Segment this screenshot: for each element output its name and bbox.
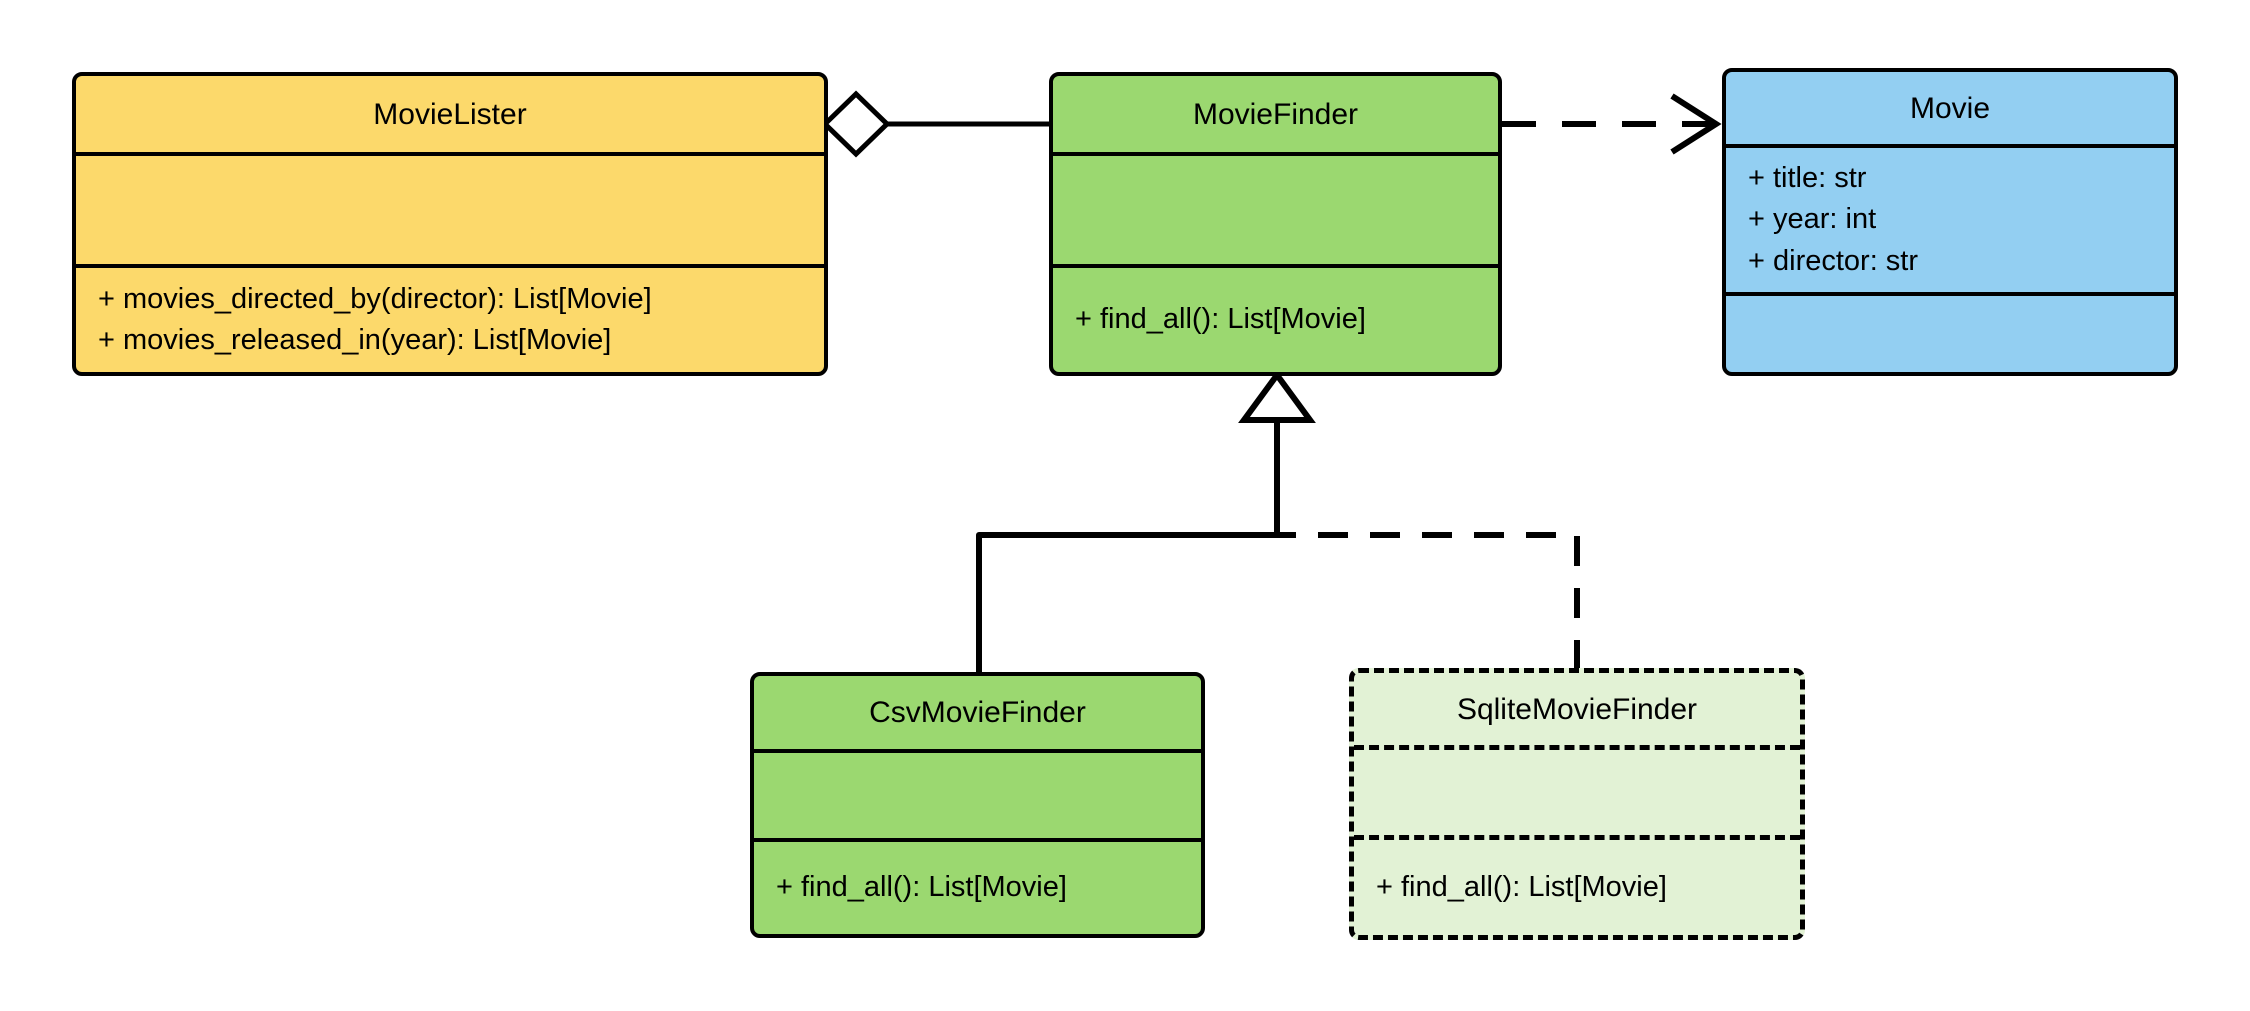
class-method: + movies_released_in(year): List[Movie]: [98, 324, 612, 356]
class-methods-compartment: + find_all(): List[Movie]: [1053, 264, 1498, 372]
class-attributes-compartment: [1354, 745, 1800, 835]
class-attributes-compartment: [1053, 152, 1498, 264]
class-box-movie-finder[interactable]: MovieFinder + find_all(): List[Movie]: [1049, 72, 1502, 376]
class-title-compartment: CsvMovieFinder: [754, 676, 1201, 749]
class-box-sqlite-movie-finder[interactable]: SqliteMovieFinder + find_all(): List[Mov…: [1349, 668, 1805, 940]
class-method: + find_all(): List[Movie]: [1075, 303, 1366, 336]
edge-csv-realizes-finder: [976, 369, 1316, 672]
class-methods-compartment: + find_all(): List[Movie]: [1354, 835, 1800, 935]
class-attribute: + director: str: [1748, 244, 1919, 277]
class-name-label: CsvMovieFinder: [869, 696, 1086, 729]
class-name-label: Movie: [1909, 91, 1991, 125]
class-box-csv-movie-finder[interactable]: CsvMovieFinder + find_all(): List[Movie]: [750, 672, 1205, 938]
class-methods-compartment: + movies_directed_by(director): List[Mov…: [76, 264, 824, 372]
class-title-compartment: MovieFinder: [1053, 76, 1498, 152]
class-method: + find_all(): List[Movie]: [1376, 870, 1667, 903]
class-name-label: SqliteMovieFinder: [1456, 692, 1698, 726]
class-methods-compartment: [1726, 292, 2174, 372]
class-title-compartment: SqliteMovieFinder: [1354, 673, 1800, 745]
hollow-diamond-marker: [821, 90, 891, 158]
class-title-compartment: Movie: [1726, 72, 2174, 144]
class-name-label: MovieFinder: [1192, 97, 1359, 131]
open-arrow-marker: [1670, 93, 1722, 155]
class-methods-compartment: + find_all(): List[Movie]: [754, 838, 1201, 934]
hollow-triangle-marker: [1238, 369, 1316, 423]
edge-sqlite-realizes-finder: [1274, 420, 1580, 672]
class-method: + movies_directed_by(director): List[Mov…: [98, 282, 652, 315]
class-attribute: + title: str: [1748, 162, 1867, 195]
class-method: + find_all(): List[Movie]: [776, 871, 1067, 904]
edge-lister-aggregates-finder: [821, 90, 1049, 158]
class-attribute: + year: int: [1748, 203, 1877, 236]
class-attributes-compartment: [76, 152, 824, 264]
class-attributes-compartment: [754, 749, 1201, 838]
edge-finder-depends-movie: [1502, 93, 1722, 155]
class-attributes-compartment: + title: str + year: int + director: str: [1726, 144, 2174, 292]
class-box-movie-lister[interactable]: MovieLister + movies_directed_by(directo…: [72, 72, 828, 376]
class-box-movie[interactable]: Movie + title: str + year: int + directo…: [1722, 68, 2178, 376]
class-name-label: MovieLister: [373, 97, 527, 131]
class-title-compartment: MovieLister: [76, 76, 824, 152]
